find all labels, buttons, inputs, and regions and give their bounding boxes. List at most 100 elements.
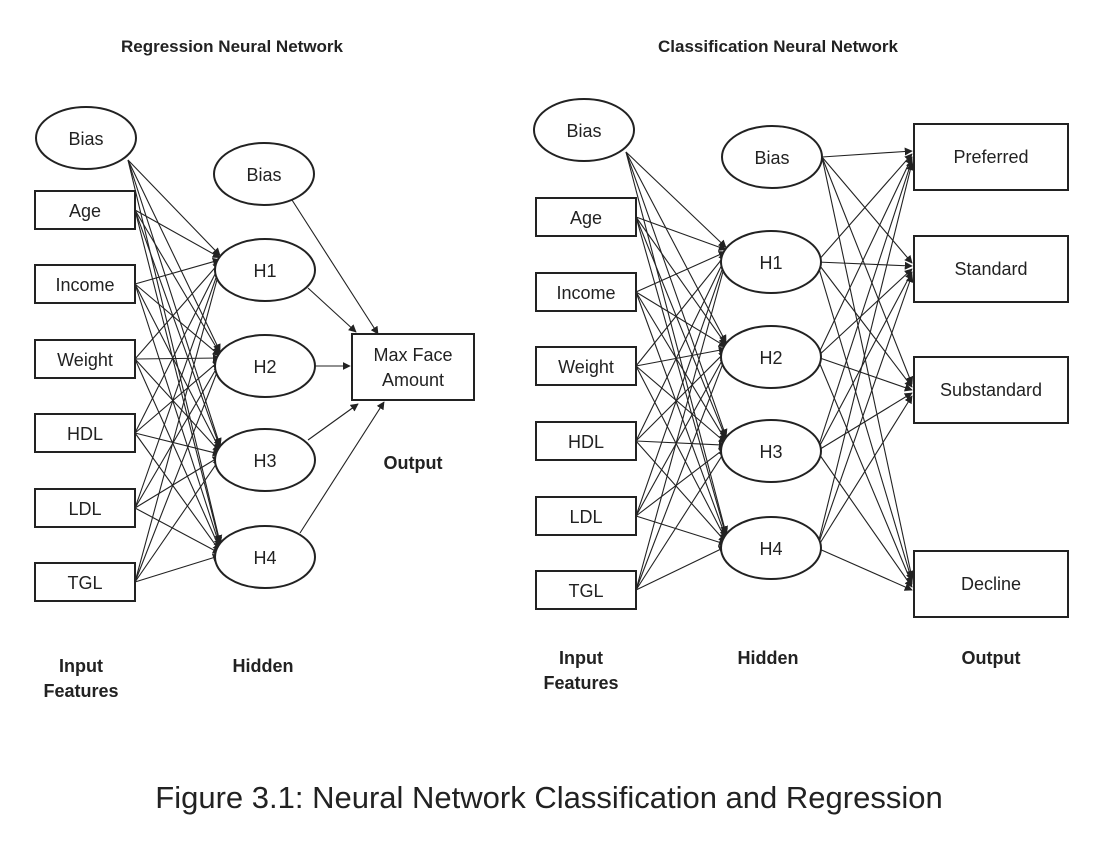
regression-output-label-line2: Amount <box>382 370 444 390</box>
classification-hidden-layer-label: Hidden <box>738 648 799 668</box>
regression-input-bias-node: Bias <box>35 106 137 170</box>
regression-hidden-layer-label: Hidden <box>233 656 294 676</box>
classification-edge <box>635 253 727 367</box>
classification-edge <box>816 261 913 388</box>
regression-edge <box>134 263 221 434</box>
classification-input-age-node: Age <box>535 197 637 237</box>
classification-edges <box>625 147 915 591</box>
classification-edge <box>635 257 728 517</box>
regression-hidden-h1-node: H1 <box>214 238 316 302</box>
classification-edge <box>635 440 727 543</box>
classification-edge <box>821 156 913 264</box>
classification-edge <box>635 546 727 591</box>
regression-edge <box>134 363 222 583</box>
regression-edges <box>127 159 385 583</box>
classification-edge <box>816 159 914 452</box>
classification-edge <box>635 515 727 547</box>
classification-output-substandard-label: Substandard <box>940 380 1042 400</box>
regression-edge <box>134 209 223 546</box>
regression-input-ldl-node: LDL <box>34 488 136 528</box>
regression-edge <box>299 401 385 534</box>
regression-input-layer-label-line2: Features <box>43 681 118 701</box>
classification-input-income-node: Income <box>535 272 637 312</box>
regression-edge <box>134 283 222 548</box>
classification-edge <box>635 350 727 442</box>
regression-edge <box>134 358 221 550</box>
classification-input-hdl-label: HDL <box>568 432 604 452</box>
regression-input-hdl-label: HDL <box>67 424 103 444</box>
regression-output-node: Max Face Amount <box>351 333 475 401</box>
regression-hidden-bias-node: Bias <box>213 142 315 206</box>
regression-diagram: Regression Neural Network Bias Age Incom… <box>34 37 475 701</box>
regression-edge <box>134 209 222 449</box>
classification-edge <box>635 352 727 517</box>
classification-input-age-label: Age <box>570 208 602 228</box>
classification-title: Classification Neural Network <box>658 37 899 56</box>
regression-hidden-h4-node: H4 <box>214 525 316 589</box>
classification-output-substandard-node: Substandard <box>913 356 1069 424</box>
classification-edge <box>816 156 913 358</box>
classification-edge <box>625 151 728 438</box>
regression-input-layer-label-line1: Input <box>59 656 103 676</box>
classification-edge <box>635 365 727 444</box>
classification-output-preferred-node: Preferred <box>913 123 1069 191</box>
classification-edge <box>635 255 727 442</box>
classification-edge <box>821 156 914 385</box>
regression-input-tgl-node: TGL <box>34 562 136 602</box>
regression-input-age-node: Age <box>34 190 136 230</box>
regression-edge <box>134 265 222 509</box>
regression-edge <box>291 199 379 335</box>
classification-diagram: Classification Neural Network Bias Age I… <box>533 37 1069 693</box>
classification-hidden-bias-label: Bias <box>754 148 789 168</box>
classification-edge <box>816 392 913 452</box>
classification-hidden-h1-label: H1 <box>759 253 782 273</box>
classification-edge <box>635 440 727 449</box>
regression-input-hdl-node: HDL <box>34 413 136 453</box>
regression-edge <box>134 361 221 509</box>
classification-edge <box>625 151 727 248</box>
regression-edge <box>134 359 221 434</box>
classification-edge <box>635 291 727 348</box>
classification-hidden-h2-node: H2 <box>720 325 822 389</box>
classification-edge <box>816 356 913 392</box>
classification-output-decline-node: Decline <box>913 550 1069 618</box>
regression-hidden-h3-node: H3 <box>214 428 316 492</box>
classification-hidden-h4-label: H4 <box>759 539 782 559</box>
classification-input-hdl-node: HDL <box>535 421 637 461</box>
classification-hidden-bias-node: Bias <box>721 125 823 189</box>
classification-edge <box>816 450 913 588</box>
regression-output-label-line1: Max Face <box>373 345 452 365</box>
classification-edge <box>625 151 729 535</box>
classification-edge <box>816 268 913 358</box>
regression-hidden-h1-label: H1 <box>253 261 276 281</box>
regression-edge <box>134 267 222 583</box>
classification-edge <box>635 448 727 591</box>
regression-input-income-node: Income <box>34 264 136 304</box>
classification-input-weight-node: Weight <box>535 346 637 386</box>
classification-input-ldl-label: LDL <box>569 507 602 527</box>
regression-edge <box>127 159 221 353</box>
classification-hidden-h1-node: H1 <box>720 230 822 294</box>
regression-hidden-h3-label: H3 <box>253 451 276 471</box>
regression-edge <box>127 159 222 447</box>
classification-edge <box>625 151 727 344</box>
classification-input-bias-label: Bias <box>566 121 601 141</box>
regression-edge <box>134 283 221 451</box>
classification-edge <box>816 261 913 270</box>
classification-edge <box>816 395 913 549</box>
classification-output-decline-label: Decline <box>961 574 1021 594</box>
classification-edge <box>816 271 913 452</box>
classification-edge <box>635 346 727 367</box>
classification-input-tgl-label: TGL <box>568 581 603 601</box>
classification-hidden-h2-label: H2 <box>759 348 782 368</box>
regression-edge <box>134 257 221 285</box>
regression-input-weight-node: Weight <box>34 339 136 379</box>
regression-edge <box>134 455 221 509</box>
classification-edge <box>821 156 915 579</box>
regression-input-ldl-label: LDL <box>68 499 101 519</box>
regression-input-weight-label: Weight <box>57 350 113 370</box>
regression-hidden-h2-node: H2 <box>214 334 316 398</box>
regression-hidden-h4-label: H4 <box>253 548 276 568</box>
classification-input-layer-label-line2: Features <box>543 673 618 693</box>
regression-edge <box>134 209 221 259</box>
